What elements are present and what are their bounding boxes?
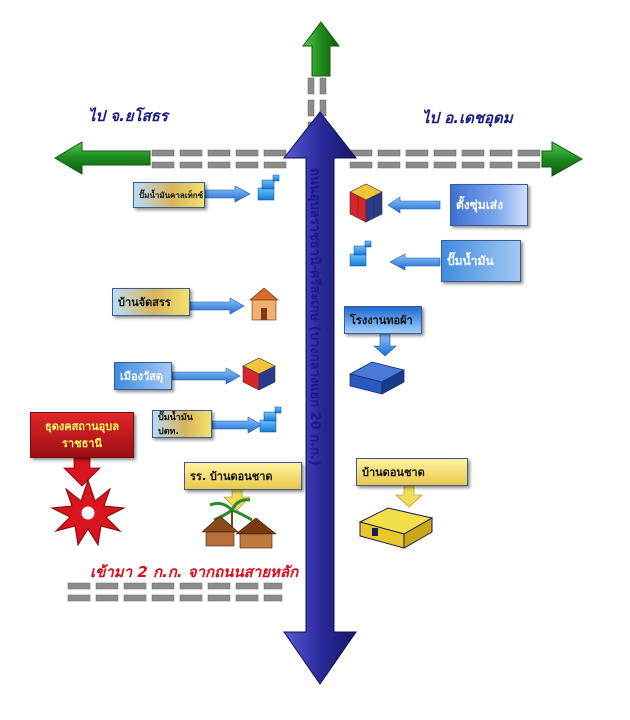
- house-icon: [249, 287, 279, 321]
- entry-road: [67, 582, 283, 602]
- destination-line-1: ธุดงคสถานอุบล: [45, 420, 119, 433]
- east-west-road: [151, 149, 541, 169]
- landmark-ban-jadsan: บ้านจัดสรร: [112, 288, 190, 316]
- landmark-gas-station: ปั๊มน้ำมัน: [441, 240, 521, 282]
- landmark-tang-chum-seng: ตั้งซุ่มเส่ง: [450, 184, 528, 226]
- gas-pump-icon: [257, 174, 372, 433]
- destination-box: ธุดงคสถานอุบล ราชธานี: [30, 412, 134, 458]
- landmark-mueang-wasadu: เมืองวัสดุ: [114, 362, 172, 390]
- landmark-gas-station-caltex: ปั๊มน้ำมันคาลเท็กซ์: [133, 182, 205, 208]
- landmark-gas-station-ptt: ปั๊มน้ำมัน ปตท.: [152, 410, 212, 438]
- pointer-arrows: [171, 185, 441, 434]
- green-arrow-west-icon: [54, 141, 151, 175]
- red-star-burst-icon: [50, 478, 126, 547]
- red-arrow-down-icon: [63, 457, 101, 487]
- green-arrow-east-icon: [541, 141, 584, 177]
- building-cube-icon: [242, 183, 383, 391]
- factory-building-icon: [348, 361, 406, 395]
- landmark-ban-don-chat: บ้านดอนชาด: [356, 458, 468, 486]
- school-building-icon: [201, 498, 277, 549]
- direction-yasothon-label: ไป จ.ยโสธร: [88, 107, 168, 125]
- direction-detudom-label: ไป อ.เดชอุดม: [422, 109, 513, 127]
- landmark-school: รร. บ้านดอนชาด: [184, 462, 302, 490]
- entry-distance-label: เข้ามา 2 ก.ก. จากถนนสายหลัก: [90, 563, 299, 581]
- main-road-arrow: [282, 111, 358, 685]
- main-road-name: ถนนอุบลราชธานี-ศรีสะเกษ (บางกลางแยก 20 ก…: [307, 168, 322, 466]
- village-house-icon: [358, 507, 434, 549]
- yellow-pointer-arrows: [223, 481, 423, 511]
- landmark-factory: โรงงานทอผ้า: [344, 306, 422, 334]
- destination-line-2: ราชธานี: [62, 437, 102, 450]
- green-arrow-north-icon: [302, 21, 340, 77]
